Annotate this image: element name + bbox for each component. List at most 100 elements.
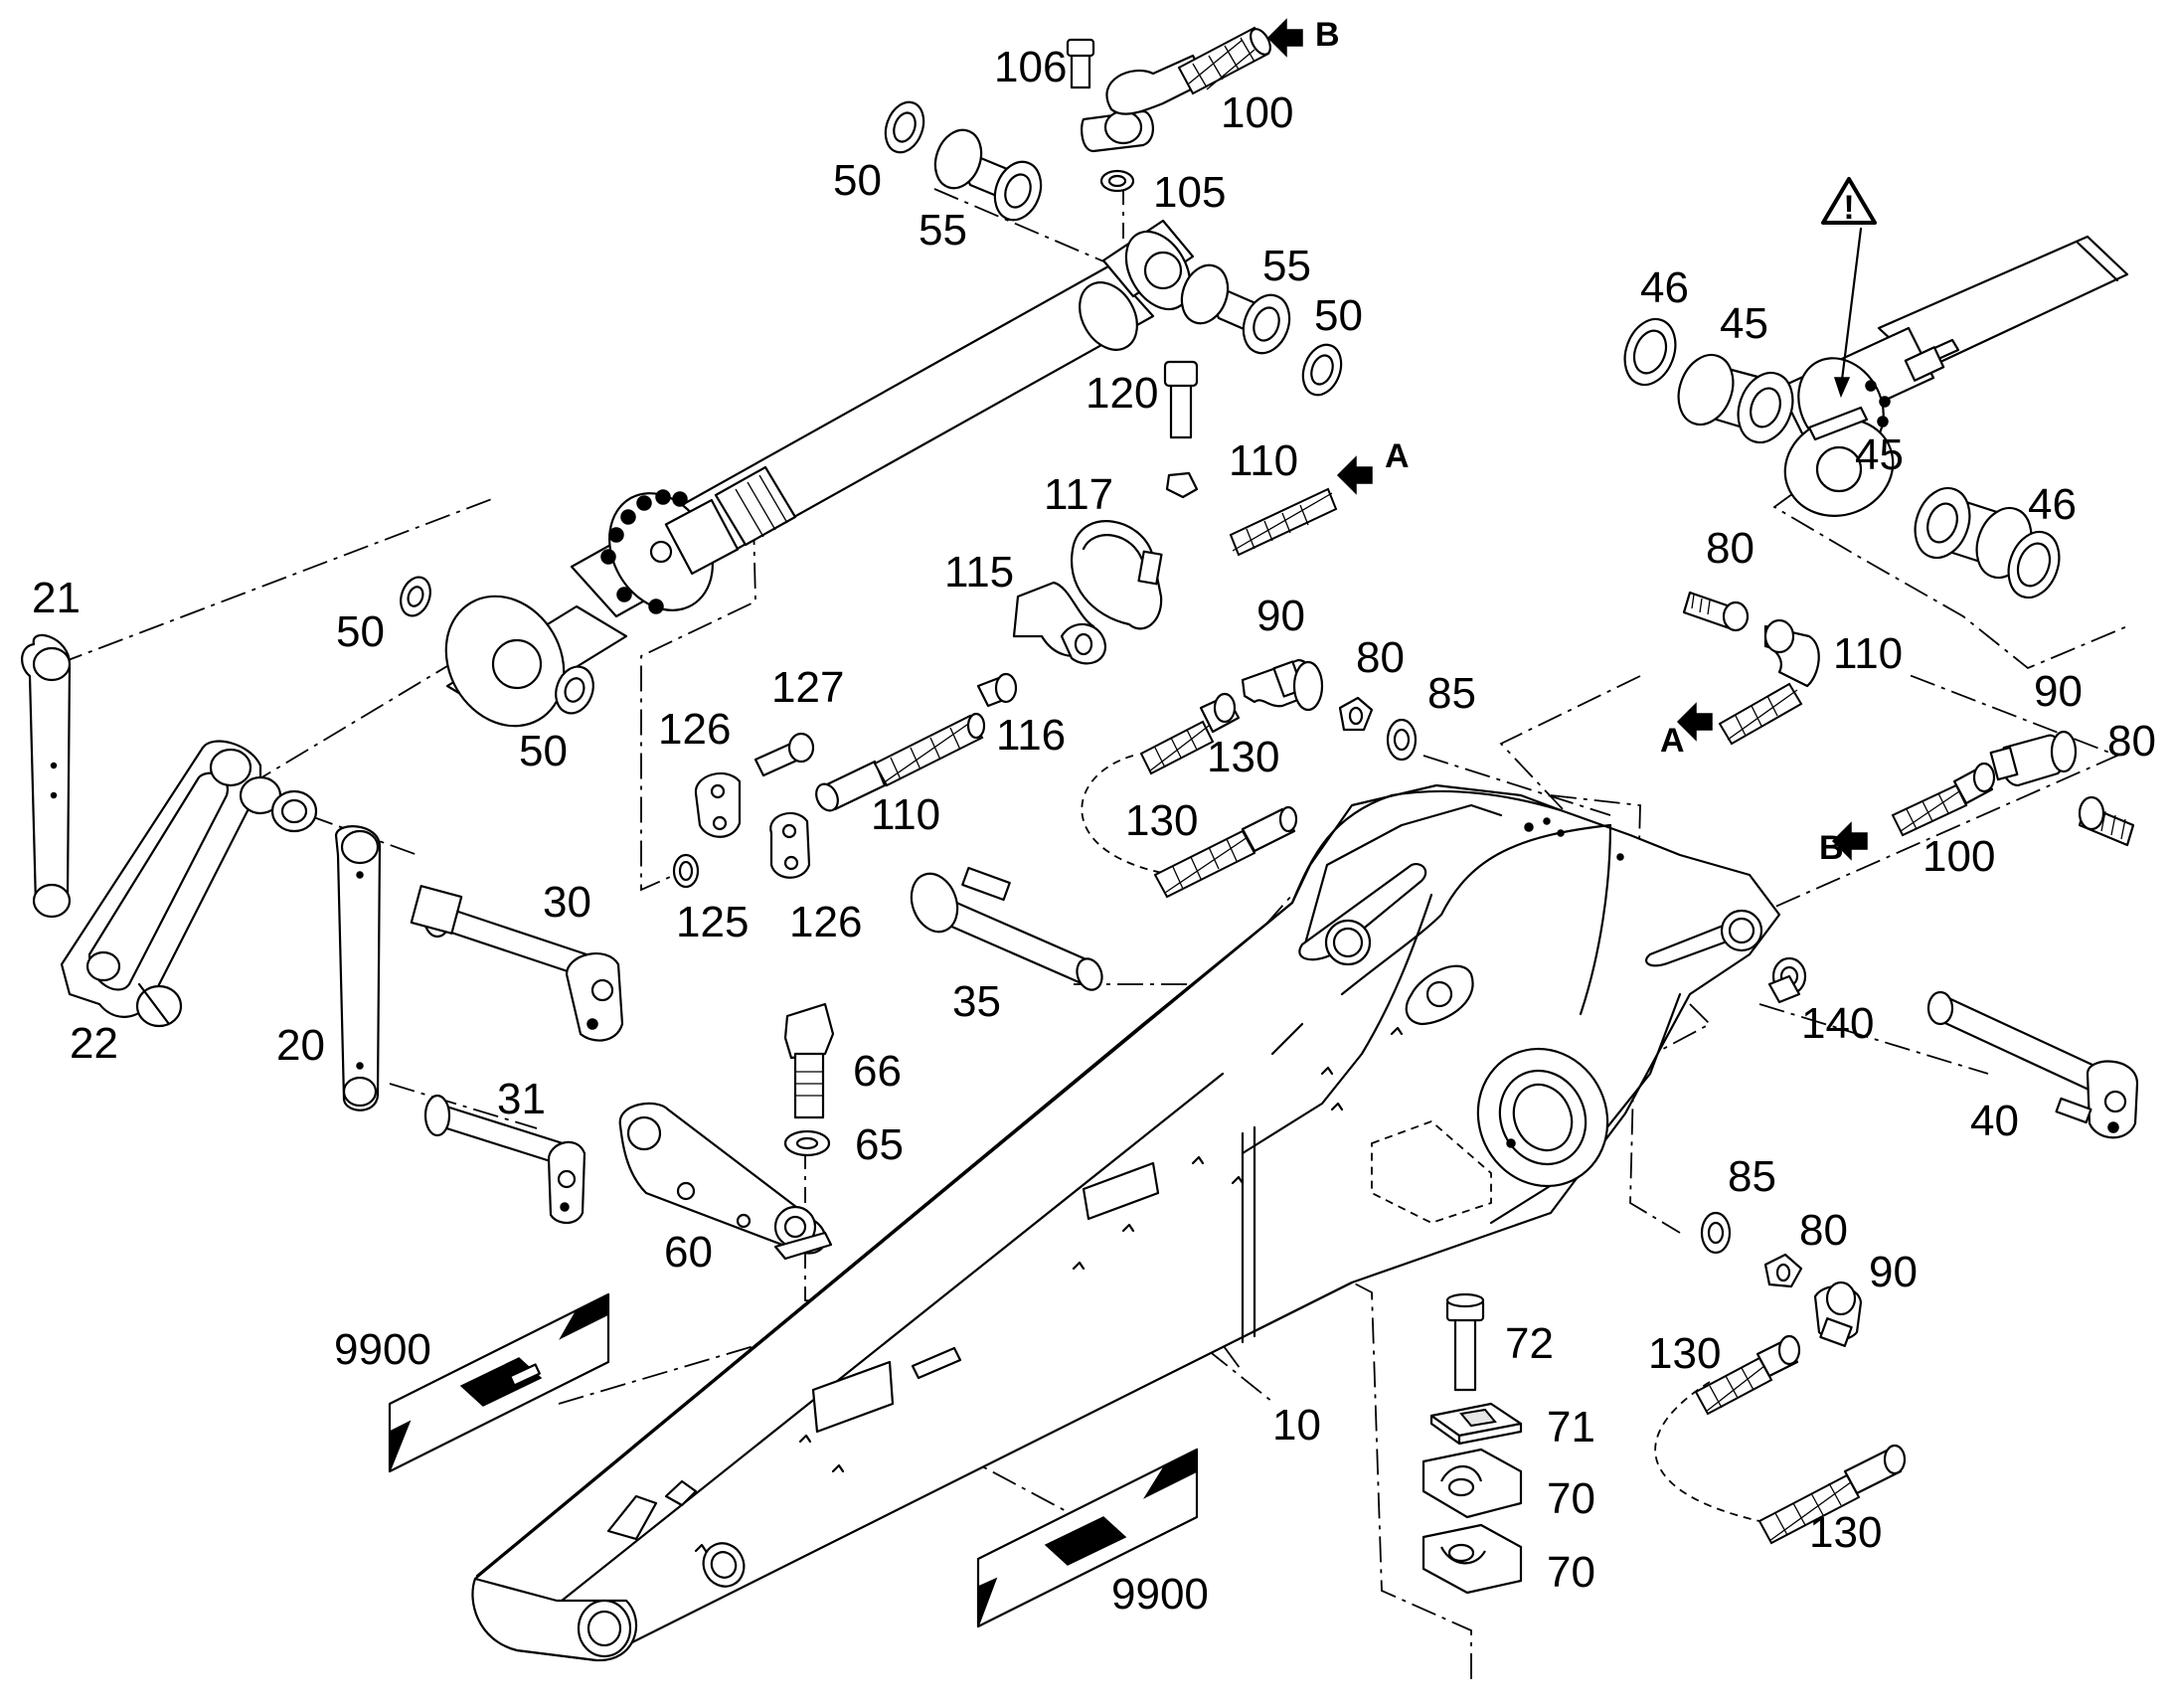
callout-c100b: 100 xyxy=(1922,832,1995,881)
bolt-72 xyxy=(1445,1292,1485,1392)
callout-c130d: 130 xyxy=(1809,1508,1882,1557)
callout-c45b: 45 xyxy=(1855,430,1904,479)
hose-110-middle xyxy=(815,712,986,812)
callout-c22: 22 xyxy=(70,1019,118,1068)
callout-c130b: 130 xyxy=(1125,796,1198,845)
callout-c105: 105 xyxy=(1153,168,1226,217)
callout-c30: 30 xyxy=(543,878,591,927)
callout-c80b: 80 xyxy=(1356,633,1405,682)
callout-c110a: 110 xyxy=(1229,436,1298,485)
callout-c110b: 110 xyxy=(1833,629,1903,678)
callout-c71: 71 xyxy=(1547,1403,1595,1452)
callout-c85b: 85 xyxy=(1728,1152,1776,1201)
callout-c45a: 45 xyxy=(1720,299,1768,348)
callout-c116: 116 xyxy=(996,711,1066,760)
callout-c106: 106 xyxy=(994,43,1067,91)
bracket-115 xyxy=(1012,581,1107,665)
bushing-55-right xyxy=(1180,263,1291,355)
link-21 xyxy=(21,633,72,919)
callout-c120: 120 xyxy=(1086,369,1158,418)
callout-c65: 65 xyxy=(855,1120,904,1169)
hose-130-lower xyxy=(1153,805,1298,899)
bolt-flange xyxy=(600,489,688,614)
callout-c55b: 55 xyxy=(1262,242,1311,290)
port-marker-mB1: B xyxy=(1315,16,1340,54)
callout-c72: 72 xyxy=(1505,1319,1554,1368)
callout-c90c: 90 xyxy=(1869,1248,1918,1296)
port-marker-mA1: A xyxy=(1385,437,1410,475)
washer-46-bottom xyxy=(2007,530,2061,599)
main-boom-arm xyxy=(471,783,1781,1662)
pin-31 xyxy=(423,1094,586,1225)
callout-c20: 20 xyxy=(276,1021,325,1070)
callout-c125: 125 xyxy=(676,898,749,946)
hose-130-lower-right-b xyxy=(1757,1444,1907,1545)
callout-c10: 10 xyxy=(1272,1401,1321,1450)
callout-c46b: 46 xyxy=(2028,480,2077,529)
callout-c21: 21 xyxy=(32,574,81,622)
callout-c117: 117 xyxy=(1044,470,1113,519)
callout-c50d: 50 xyxy=(519,727,568,775)
callout-c66: 66 xyxy=(853,1047,902,1096)
pin-35 xyxy=(910,866,1103,991)
bushing-45-top xyxy=(1677,353,1794,444)
upper-hydraulic-cylinder xyxy=(444,219,1195,728)
flange-fitting-top xyxy=(1066,26,1271,193)
hose-110-right xyxy=(1718,618,1820,746)
callout-c130a: 130 xyxy=(1207,733,1279,781)
fitting-80-right xyxy=(2078,795,2135,847)
warning-triangle-icon: ! xyxy=(1821,177,1877,399)
hose-130-upper xyxy=(1139,692,1241,775)
washer-85-middle xyxy=(1386,718,1418,762)
callout-c9900b: 9900 xyxy=(1111,1570,1209,1619)
hose-110-top xyxy=(1229,487,1338,557)
callout-c50b: 50 xyxy=(1314,291,1363,340)
clamp-117 xyxy=(1071,520,1163,630)
callout-c31: 31 xyxy=(497,1075,546,1123)
elbow-90-middle xyxy=(1241,658,1324,712)
washer-65 xyxy=(783,1129,831,1157)
cap-140 xyxy=(1767,956,1807,1004)
washer-50-left-bottom xyxy=(555,665,594,715)
nut-80-middle xyxy=(1338,696,1374,732)
plate-71 xyxy=(1429,1402,1523,1446)
bushing-45-bottom xyxy=(1914,486,2033,580)
warning-symbol: ! xyxy=(1843,189,1854,227)
link-20 xyxy=(334,825,382,1111)
pin-30 xyxy=(410,885,624,1042)
callout-c126b: 126 xyxy=(789,898,862,946)
hose-130-lower-right-a xyxy=(1694,1334,1801,1416)
callout-c80a: 80 xyxy=(1706,524,1755,573)
ring-125 xyxy=(672,853,700,889)
clamp-half-126-top xyxy=(694,771,742,838)
callout-c126a: 126 xyxy=(658,705,731,754)
fitting-80-top-right xyxy=(1682,591,1750,632)
callout-c115: 115 xyxy=(944,548,1014,597)
callout-c80c: 80 xyxy=(2107,717,2156,766)
clamp-block-70-lower xyxy=(1421,1523,1523,1595)
decal-9900-left xyxy=(388,1292,610,1473)
port-marker-mA2: A xyxy=(1660,722,1685,760)
callout-c85a: 85 xyxy=(1427,669,1476,718)
callout-c100a: 100 xyxy=(1221,88,1293,137)
washer-50-top-left xyxy=(884,100,925,154)
callout-c80d: 80 xyxy=(1799,1206,1848,1255)
clamp-half-126-bottom xyxy=(769,811,811,879)
port-marker-mB2: B xyxy=(1819,829,1844,867)
callout-labels: 1061001055055555012011011711546454546801… xyxy=(32,43,2156,1619)
weld-marks xyxy=(694,1026,1404,1553)
bolt-66 xyxy=(783,1002,835,1119)
washer-50-right xyxy=(1301,343,1343,397)
callout-c46a: 46 xyxy=(1640,263,1689,312)
callout-c40: 40 xyxy=(1970,1097,2019,1145)
port-letter-labels: B A A B xyxy=(1315,16,1844,867)
washer-85-lower xyxy=(1700,1211,1732,1255)
elbow-90-right xyxy=(1989,730,2078,787)
elbow-90-lower xyxy=(1813,1281,1863,1347)
callout-c9900a: 9900 xyxy=(334,1325,431,1374)
decal-9900-right xyxy=(976,1448,1199,1628)
callout-c90b: 90 xyxy=(2034,667,2083,716)
bolt-127 xyxy=(753,732,815,777)
port-arrows xyxy=(1266,18,1868,861)
